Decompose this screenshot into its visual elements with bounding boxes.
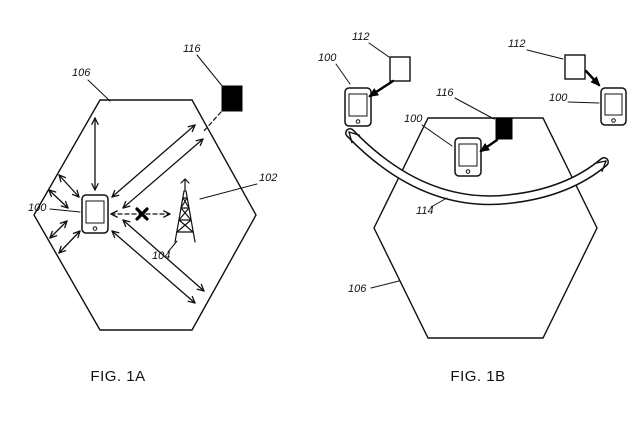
cell-tower-icon xyxy=(174,178,196,243)
double-arrow xyxy=(91,117,99,191)
smartphone-icon-1b-right xyxy=(600,87,627,126)
tower-antenna xyxy=(180,178,190,192)
pairing-arrow xyxy=(368,79,395,98)
leader-112-right xyxy=(526,49,564,60)
phone-home-button xyxy=(465,169,471,174)
ref-100-1a: 100 xyxy=(28,202,47,214)
phone-screen xyxy=(458,143,478,167)
labels-1a: 106 116 102 100 104 xyxy=(28,43,277,262)
ref-100-middle: 100 xyxy=(404,113,423,125)
double-arrow xyxy=(111,230,196,304)
leader-100-1a xyxy=(49,208,81,213)
ref-112-left: 112 xyxy=(352,31,370,43)
coverage-arrows-layer xyxy=(48,117,205,304)
ref-116-1a: 116 xyxy=(183,43,201,55)
leader-114 xyxy=(430,197,448,208)
leader-100-right xyxy=(567,101,600,104)
figure-1b: 112 100 116 100 112 100 114 106 FIG. 1B xyxy=(318,31,627,385)
pairing-arrow xyxy=(584,69,601,87)
leader-102-1a xyxy=(199,183,258,200)
phone-home-button xyxy=(611,118,616,123)
smartphone-icon-1a xyxy=(81,194,109,234)
hexagon-cell-1a xyxy=(33,99,257,331)
ref-106-1a: 106 xyxy=(72,67,91,79)
caption-fig-1b: FIG. 1B xyxy=(450,368,505,385)
hexagon-cell-1b xyxy=(373,117,598,339)
accessory-square-1b xyxy=(495,117,513,140)
figure-1a: 106 116 102 100 104 FIG. 1A xyxy=(28,43,277,385)
ref-112-right: 112 xyxy=(508,38,526,50)
smartphone-icon-1b-middle xyxy=(454,137,482,177)
blocked-x-mark xyxy=(135,207,149,221)
road-arrowheads xyxy=(348,131,607,172)
ref-104-1a: 104 xyxy=(152,250,170,262)
ref-106-1b: 106 xyxy=(348,283,367,295)
ref-100-left: 100 xyxy=(318,52,337,64)
leader-100-middle xyxy=(421,124,453,147)
road-band-core xyxy=(346,129,608,204)
accessory-square-1a xyxy=(221,85,243,112)
ref-114: 114 xyxy=(416,205,434,217)
ref-102-1a: 102 xyxy=(259,172,277,184)
leader-104-1a xyxy=(167,240,178,253)
ref-100-right: 100 xyxy=(549,92,568,104)
leader-116-1b xyxy=(454,97,495,120)
pairing-arrows-layer xyxy=(368,69,601,153)
leader-106-1a xyxy=(87,79,111,102)
labels-1b: 112 100 116 100 112 100 114 106 xyxy=(318,31,600,295)
smartphone-icon-1b-left xyxy=(344,87,372,127)
leader-106-1b xyxy=(370,280,400,289)
pairing-arrow xyxy=(479,138,499,153)
tag-square-left xyxy=(389,56,411,82)
phone-screen xyxy=(604,93,623,116)
tower-rungs xyxy=(176,197,194,233)
caption-fig-1a: FIG. 1A xyxy=(90,368,145,385)
leader-100-left xyxy=(335,63,351,85)
tag-square-right xyxy=(564,54,586,80)
double-arrow xyxy=(49,220,68,239)
phone-screen xyxy=(348,93,368,117)
tower-braces xyxy=(176,197,194,233)
accessory-dashed-link xyxy=(202,111,222,133)
double-arrow xyxy=(58,174,80,198)
leader-112-left xyxy=(368,42,390,58)
phone-home-button xyxy=(92,226,98,231)
phone-home-button xyxy=(355,119,361,124)
double-arrow xyxy=(122,219,205,292)
double-arrow xyxy=(58,230,81,254)
double-arrow xyxy=(122,138,204,209)
double-arrow xyxy=(48,189,69,209)
phone-screen xyxy=(85,200,105,224)
road-arrowhead xyxy=(348,131,607,172)
ref-116-1b: 116 xyxy=(436,87,454,99)
double-arrow xyxy=(111,124,196,198)
leader-116-1a xyxy=(196,54,224,88)
tower-legs xyxy=(174,190,196,243)
